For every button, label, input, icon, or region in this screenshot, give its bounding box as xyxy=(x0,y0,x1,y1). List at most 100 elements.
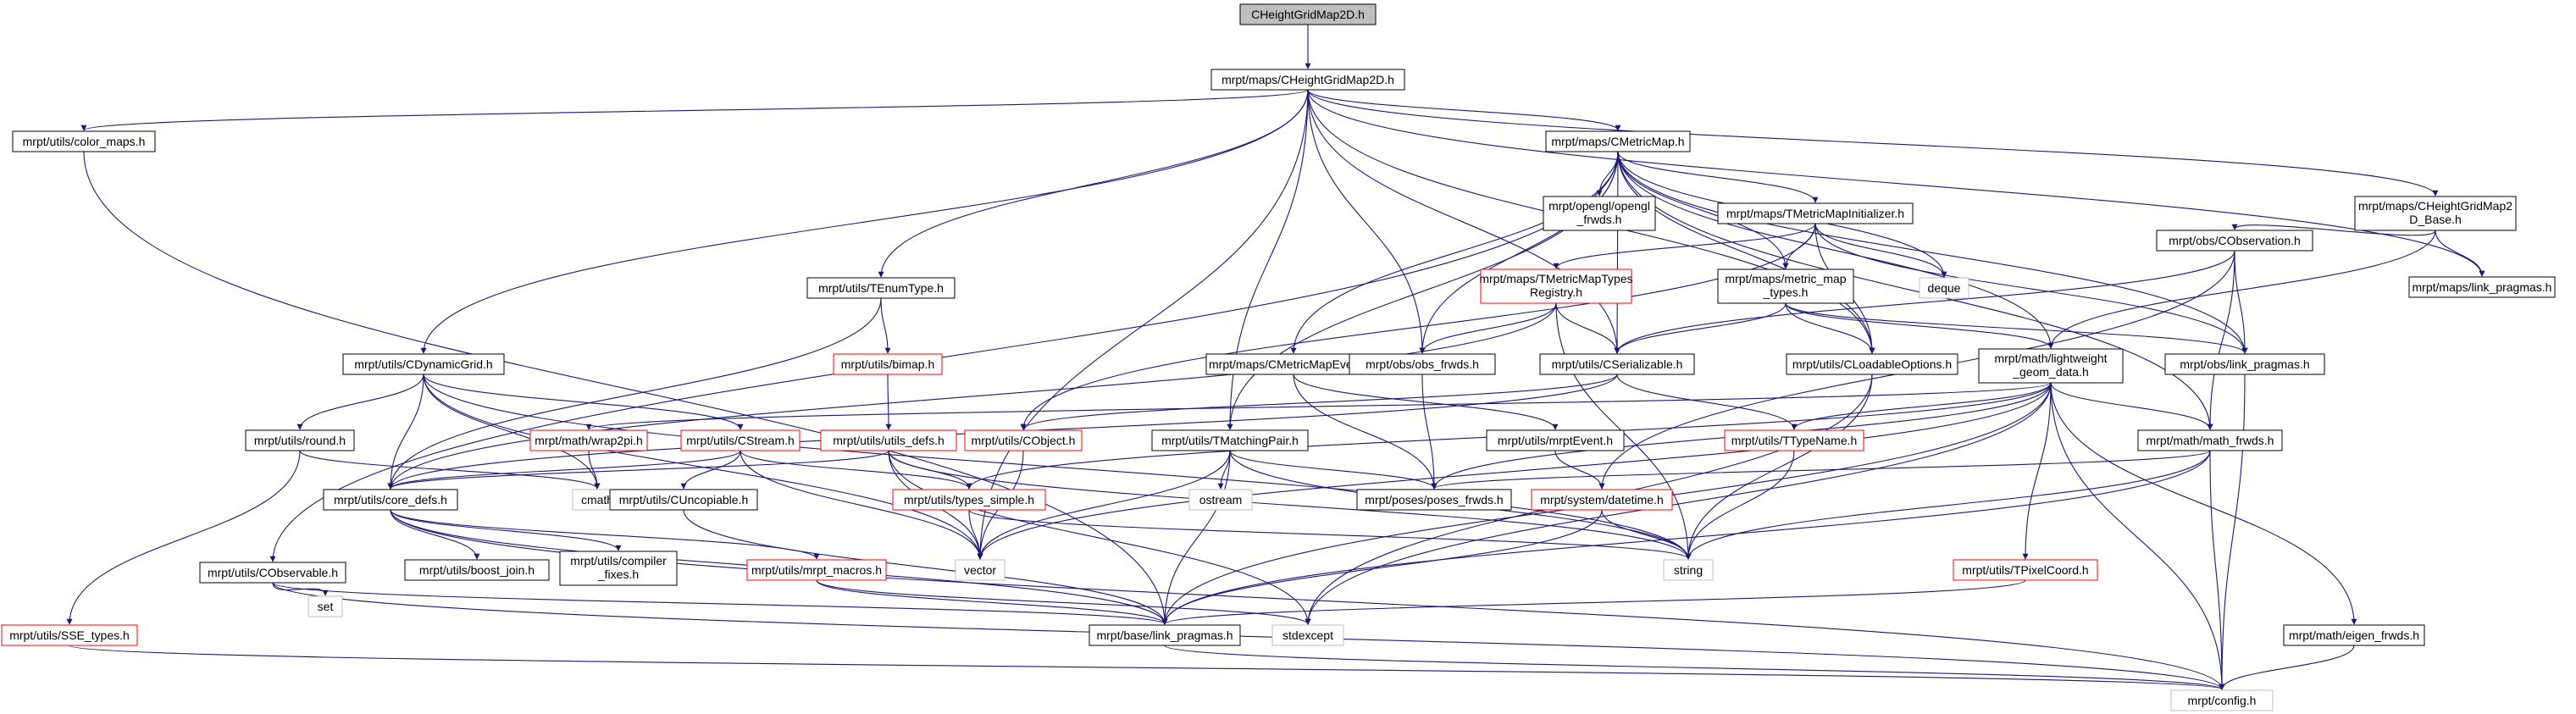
node-box[interactable] xyxy=(2354,196,2517,231)
node-tpixelcoord[interactable]: mrpt/utils/TPixelCoord.h xyxy=(1953,559,2098,581)
node-compiler_fixes[interactable]: mrpt/utils/compiler_fixes.h xyxy=(559,551,678,586)
node-box[interactable] xyxy=(964,429,1083,451)
node-cobject[interactable]: mrpt/utils/CObject.h xyxy=(964,429,1083,451)
node-box[interactable] xyxy=(1210,69,1405,91)
node-box[interactable] xyxy=(1239,3,1377,25)
node-box[interactable] xyxy=(1188,489,1253,511)
node-box[interactable] xyxy=(746,559,887,581)
node-box[interactable] xyxy=(806,277,956,299)
node-box[interactable] xyxy=(820,429,957,451)
node-tenumtype[interactable]: mrpt/utils/TEnumType.h xyxy=(806,277,956,299)
node-datetime[interactable]: mrpt/system/datetime.h xyxy=(1531,489,1673,511)
node-cobservation[interactable]: mrpt/obs/CObservation.h xyxy=(2156,230,2313,252)
node-cloadable[interactable]: mrpt/utils/CLoadableOptions.h xyxy=(1786,353,1958,375)
edge-cobservable-to-config xyxy=(272,582,2225,690)
node-cserializable[interactable]: mrpt/utils/CSerializable.h xyxy=(1539,353,1695,375)
node-cobservable[interactable]: mrpt/utils/CObservable.h xyxy=(199,562,346,584)
node-box[interactable] xyxy=(2170,689,2274,711)
node-hgm[interactable]: mrpt/maps/CHeightGridMap2D.h xyxy=(1210,69,1405,91)
node-eigen_frwds[interactable]: mrpt/math/eigen_frwds.h xyxy=(2283,624,2425,646)
node-box[interactable] xyxy=(1486,429,1625,451)
node-box[interactable] xyxy=(1545,130,1691,152)
node-box[interactable] xyxy=(342,353,505,375)
node-maps_linkpragmas[interactable]: mrpt/maps/link_pragmas.h xyxy=(2408,276,2556,298)
node-box[interactable] xyxy=(2283,624,2425,646)
node-box[interactable] xyxy=(1356,489,1512,511)
node-cstream[interactable]: mrpt/utils/CStream.h xyxy=(680,429,800,451)
node-ostream[interactable]: ostream xyxy=(1188,489,1253,511)
node-opengl_frwds[interactable]: mrpt/opengl/opengl_frwds.h xyxy=(1543,196,1656,231)
edge-core_defs-to-compiler_fixes xyxy=(390,509,622,551)
node-config[interactable]: mrpt/config.h xyxy=(2170,689,2274,711)
node-box[interactable] xyxy=(1543,196,1656,231)
node-obs_linkpragmas[interactable]: mrpt/obs/link_pragmas.h xyxy=(2164,353,2325,375)
node-metric_map_types[interactable]: mrpt/maps/metric_map_types.h xyxy=(1717,268,1854,304)
node-boost_join[interactable]: mrpt/utils/boost_join.h xyxy=(404,559,550,581)
node-cdyngrid[interactable]: mrpt/utils/CDynamicGrid.h xyxy=(342,353,505,375)
node-vector[interactable]: vector xyxy=(955,559,1005,581)
node-core_defs[interactable]: mrpt/utils/core_defs.h xyxy=(323,489,458,511)
node-set[interactable]: set xyxy=(307,595,343,617)
node-cmetricmap[interactable]: mrpt/maps/CMetricMap.h xyxy=(1545,130,1691,152)
node-box[interactable] xyxy=(307,595,343,617)
node-box[interactable] xyxy=(1919,277,1969,299)
node-box[interactable] xyxy=(892,489,1046,511)
node-tmatchingpair[interactable]: mrpt/utils/TMatchingPair.h xyxy=(1151,429,1309,451)
node-wrap2pi[interactable]: mrpt/math/wrap2pi.h xyxy=(529,429,648,451)
node-geom_data[interactable]: mrpt/math/lightweight_geom_data.h xyxy=(1978,348,2124,384)
node-box[interactable] xyxy=(2156,230,2313,252)
node-math_frwds[interactable]: mrpt/math/math_frwds.h xyxy=(2137,429,2283,451)
node-box[interactable] xyxy=(1271,624,1344,646)
node-colormaps[interactable]: mrpt/utils/color_maps.h xyxy=(12,130,156,152)
node-mrptevent[interactable]: mrpt/utils/mrptEvent.h xyxy=(1486,429,1625,451)
node-box[interactable] xyxy=(2164,353,2325,375)
node-tmetricinit[interactable]: mrpt/maps/TMetricMapInitializer.h xyxy=(1717,202,1914,224)
node-string[interactable]: string xyxy=(1663,559,1714,581)
node-box[interactable] xyxy=(529,429,648,451)
node-label: mrpt/utils/mrptEvent.h xyxy=(1498,434,1613,447)
node-stdexcept[interactable]: stdexcept xyxy=(1271,624,1344,646)
node-deque[interactable]: deque xyxy=(1919,277,1969,299)
node-box[interactable] xyxy=(12,130,156,152)
node-box[interactable] xyxy=(1151,429,1309,451)
node-box[interactable] xyxy=(1953,559,2098,581)
node-box[interactable] xyxy=(1663,559,1714,581)
node-root[interactable]: CHeightGridMap2D.h xyxy=(1239,3,1377,25)
node-box[interactable] xyxy=(245,429,355,451)
node-round[interactable]: mrpt/utils/round.h xyxy=(245,429,355,451)
node-box[interactable] xyxy=(1349,353,1496,375)
node-mrpt_macros[interactable]: mrpt/utils/mrpt_macros.h xyxy=(746,559,887,581)
node-box[interactable] xyxy=(199,562,346,584)
node-utils_defs[interactable]: mrpt/utils/utils_defs.h xyxy=(820,429,957,451)
node-box[interactable] xyxy=(1,624,138,646)
node-box[interactable] xyxy=(559,551,678,586)
node-sse_types[interactable]: mrpt/utils/SSE_types.h xyxy=(1,624,138,646)
node-ttypename[interactable]: mrpt/utils/TTypeName.h xyxy=(1724,429,1864,451)
node-hgm_base[interactable]: mrpt/maps/CHeightGridMap2D_Base.h xyxy=(2354,196,2517,231)
node-poses_frwds[interactable]: mrpt/poses/poses_frwds.h xyxy=(1356,489,1512,511)
node-box[interactable] xyxy=(609,489,758,511)
node-cuncopiable[interactable]: mrpt/utils/CUncopiable.h xyxy=(609,489,758,511)
node-box[interactable] xyxy=(1786,353,1958,375)
node-box[interactable] xyxy=(1978,348,2124,384)
node-base_linkpragmas[interactable]: mrpt/base/link_pragmas.h xyxy=(1089,624,1241,646)
node-box[interactable] xyxy=(955,559,1005,581)
node-box[interactable] xyxy=(1539,353,1695,375)
node-bimap[interactable]: mrpt/utils/bimap.h xyxy=(833,353,943,375)
node-box[interactable] xyxy=(1531,489,1673,511)
node-box[interactable] xyxy=(323,489,458,511)
node-box[interactable] xyxy=(680,429,800,451)
node-box[interactable] xyxy=(404,559,550,581)
node-box[interactable] xyxy=(1089,624,1241,646)
node-obs_frwds[interactable]: mrpt/obs/obs_frwds.h xyxy=(1349,353,1496,375)
node-types_simple[interactable]: mrpt/utils/types_simple.h xyxy=(892,489,1046,511)
node-box[interactable] xyxy=(2408,276,2556,298)
edge-tmetricreg-to-core_defs xyxy=(387,302,1557,490)
node-box[interactable] xyxy=(1717,202,1914,224)
node-box[interactable] xyxy=(1717,268,1854,304)
node-box[interactable] xyxy=(1480,268,1632,304)
node-box[interactable] xyxy=(2137,429,2283,451)
node-box[interactable] xyxy=(1724,429,1864,451)
node-box[interactable] xyxy=(833,353,943,375)
